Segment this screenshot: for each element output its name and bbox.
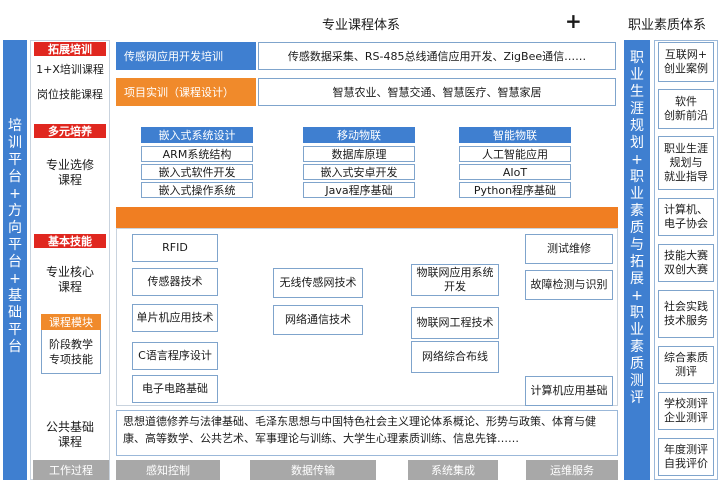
left-bar-char: 础 xyxy=(8,305,22,321)
module-tag: 课程模块 xyxy=(41,314,101,330)
elective-group-head: 嵌入式系统设计 xyxy=(141,127,253,143)
core-course-item: 故障检测与识别 xyxy=(525,270,613,300)
quality-system-title: 职业素质体系 xyxy=(628,18,707,33)
public-course-label: 公共基础 课程 xyxy=(45,420,94,449)
core-course-item: 测试维修 xyxy=(525,234,613,264)
elective-course-item: 人工智能应用 xyxy=(459,146,571,162)
left-platform-bar: 培训平台+方向平台+基础平台 xyxy=(3,40,27,480)
right-bar-char: 质 xyxy=(630,220,644,236)
right-quality-bar: 职业生涯规划+职业素质与拓展+职业素质测评 xyxy=(624,40,650,480)
elective-group-head: 智能物联 xyxy=(459,127,571,143)
elective-course-label: 专业选修 课程 xyxy=(45,158,94,187)
sensor-training-label: 传感网应用开发培训 xyxy=(116,42,256,70)
core-course-item: C语言程序设计 xyxy=(132,342,218,370)
right-column-item: 综合素质 测评 xyxy=(658,346,714,384)
process-stage-label: 数据传输 xyxy=(250,460,376,480)
process-stage-label: 系统集成 xyxy=(408,460,498,480)
elective-group-head: 移动物联 xyxy=(303,127,415,143)
core-course-item: 网络通信技术 xyxy=(273,305,363,335)
left-bar-char: 平 xyxy=(8,152,22,168)
left-bar-char: 培 xyxy=(8,118,22,134)
right-bar-char: 展 xyxy=(630,271,644,287)
left-bar-char: 向 xyxy=(8,220,22,236)
elective-course-item: ARM系统结构 xyxy=(141,146,253,162)
right-bar-char: 职 xyxy=(630,305,644,321)
right-bar-char: 拓 xyxy=(630,254,644,270)
right-column-item: 学校测评 企业测评 xyxy=(658,392,714,430)
right-bar-char: 划 xyxy=(630,135,644,151)
right-column-item: 计算机、 电子协会 xyxy=(658,198,714,236)
elective-course-item: 嵌入式软件开发 xyxy=(141,164,253,180)
core-course-item: 网络综合布线 xyxy=(411,341,499,373)
core-course-item: 单片机应用技术 xyxy=(132,304,218,332)
sensor-training-content: 传感数据采集、RS-485总线通信应用开发、ZigBee通信…… xyxy=(258,42,616,70)
elective-course-item: Python程序基础 xyxy=(459,182,571,198)
post-skill-label: 岗位技能课程 xyxy=(37,87,103,101)
diverse-tag: 多元培养 xyxy=(34,124,106,138)
core-course-item: 无线传感网技术 xyxy=(273,268,363,298)
module-body: 阶段教学 专项技能 xyxy=(49,338,93,366)
elective-course-item: 数据库原理 xyxy=(303,146,415,162)
public-courses-text: 思想道德修养与法律基础、毛泽东思想与中国特色社会主义理论体系概论、形势与政策、体… xyxy=(116,410,618,456)
right-bar-char: 素 xyxy=(630,339,644,355)
right-column-item: 社会实践 技术服务 xyxy=(658,290,714,338)
right-bar-char: 职 xyxy=(630,50,644,66)
header-plus: + xyxy=(565,9,582,33)
right-column-item: 互联网+ 创业案例 xyxy=(658,42,714,82)
elective-course-item: Java程序基础 xyxy=(303,182,415,198)
core-course-item: 电子电路基础 xyxy=(132,375,218,403)
left-bar-char: 基 xyxy=(8,288,22,304)
right-bar-char: 业 xyxy=(630,186,644,202)
orange-divider-bar xyxy=(116,207,618,228)
left-bar-char: 台 xyxy=(8,169,22,185)
elective-course-item: 嵌入式操作系统 xyxy=(141,182,253,198)
process-stage-label: 工作过程 xyxy=(33,460,109,480)
right-bar-char: 规 xyxy=(630,118,644,134)
right-bar-char: 涯 xyxy=(630,101,644,117)
right-bar-char: + xyxy=(631,152,643,168)
x-training-label: 1+X培训课程 xyxy=(36,62,104,76)
left-bar-char: + xyxy=(9,186,21,202)
process-stage-label: 感知控制 xyxy=(116,460,220,480)
right-bar-char: 职 xyxy=(630,169,644,185)
core-course-item: 物联网工程技术 xyxy=(411,307,499,339)
basic-skill-tag: 基本技能 xyxy=(34,234,106,248)
left-bar-char: 台 xyxy=(8,339,22,355)
right-bar-char: 评 xyxy=(630,390,644,406)
core-course-item: 传感器技术 xyxy=(132,268,218,296)
core-course-item: 物联网应用系统 开发 xyxy=(411,264,499,296)
right-bar-char: 质 xyxy=(630,356,644,372)
course-system-title: 专业课程体系 xyxy=(322,18,401,33)
left-bar-char: 训 xyxy=(8,135,22,151)
right-bar-char: 测 xyxy=(630,373,644,389)
right-bar-char: 业 xyxy=(630,322,644,338)
right-column-item: 技能大赛 双创大赛 xyxy=(658,244,714,282)
core-course-label: 专业核心 课程 xyxy=(45,265,94,294)
right-column-item: 年度测评 自我评价 xyxy=(658,438,714,476)
core-course-item: RFID xyxy=(132,234,218,262)
right-bar-char: 业 xyxy=(630,67,644,83)
left-bar-char: 台 xyxy=(8,254,22,270)
left-bar-char: 方 xyxy=(8,203,22,219)
right-bar-char: + xyxy=(631,288,643,304)
right-bar-char: 生 xyxy=(630,84,644,100)
core-course-item: 计算机应用基础 xyxy=(525,376,613,406)
right-column-item: 软件 创新前沿 xyxy=(658,89,714,129)
elective-course-item: 嵌入式安卓开发 xyxy=(303,164,415,180)
project-training-label: 项目实训（课程设计） xyxy=(116,78,256,106)
left-bar-char: + xyxy=(9,271,21,287)
project-training-content: 智慧农业、智慧交通、智慧医疗、智慧家居 xyxy=(258,78,616,106)
right-bar-char: 素 xyxy=(630,203,644,219)
extension-tag: 拓展培训 xyxy=(34,42,106,56)
elective-course-item: AIoT xyxy=(459,164,571,180)
process-stage-label: 运维服务 xyxy=(526,460,618,480)
left-bar-char: 平 xyxy=(8,322,22,338)
right-column-item: 职业生涯 规划与 就业指导 xyxy=(658,136,714,190)
left-bar-char: 平 xyxy=(8,237,22,253)
right-bar-char: 与 xyxy=(630,237,644,253)
core-courses-frame xyxy=(116,228,618,406)
